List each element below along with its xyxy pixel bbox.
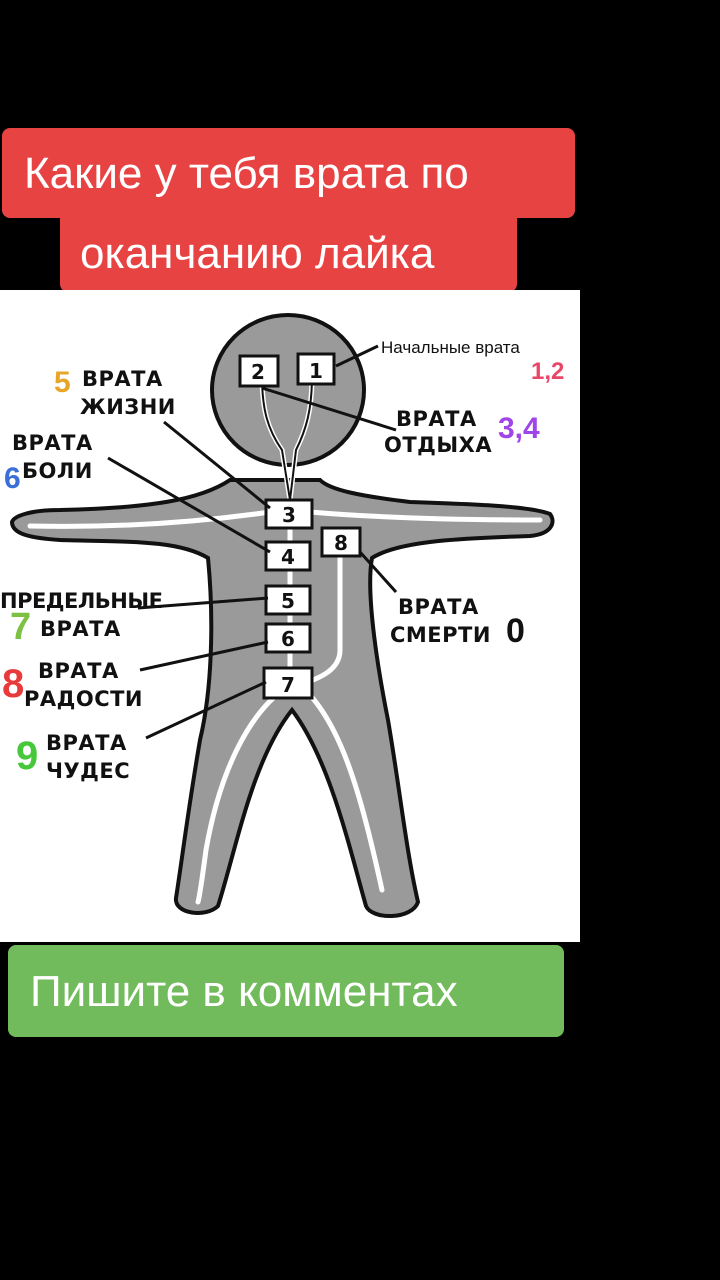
digit-limit: 7	[10, 606, 32, 648]
gates-diagram: 1 2 3 4 5 6 7 8 Начальные врата 1,2 5 ВР…	[0, 290, 580, 942]
label-pain-gates-1: ВРАТА	[12, 431, 93, 455]
gate-box-1: 1	[309, 359, 323, 383]
caption-line-1: Какие у тебя врата по	[2, 128, 575, 218]
digit-initial: 1,2	[531, 358, 565, 385]
digit-joy: 8	[2, 662, 25, 706]
comment-prompt: Пишите в комментах	[8, 945, 564, 1037]
digit-death: 0	[506, 612, 525, 650]
body-silhouette: 1 2 3 4 5 6 7 8	[9, 313, 555, 919]
gate-box-3: 3	[282, 503, 296, 527]
label-initial-gates: Начальные врата	[381, 338, 520, 357]
caption-line-2: оканчанию лайка	[60, 218, 517, 292]
label-life-gates-1: ВРАТА	[82, 367, 163, 391]
digit-life: 5	[54, 366, 71, 399]
gate-box-5: 5	[281, 589, 295, 613]
gate-box-4: 4	[281, 545, 295, 569]
label-rest-gates-2: ОТДЫХА	[384, 433, 493, 457]
label-pain-gates-2: БОЛИ	[22, 459, 93, 483]
gate-box-2: 2	[251, 360, 265, 384]
label-joy-gates-1: ВРАТА	[38, 659, 119, 683]
label-limit-gates-2: ВРАТА	[40, 617, 121, 641]
label-joy-gates-2: РАДОСТИ	[24, 687, 144, 711]
label-death-gates-2: СМЕРТИ	[390, 623, 491, 647]
label-rest-gates-1: ВРАТА	[396, 407, 477, 431]
label-life-gates-2: ЖИЗНИ	[80, 395, 176, 419]
gate-box-6: 6	[281, 627, 295, 651]
gate-box-8: 8	[334, 531, 348, 555]
gate-box-7: 7	[281, 673, 295, 697]
label-miracle-gates-1: ВРАТА	[46, 731, 127, 755]
label-limit-gates-1: ПРЕДЕЛЬНЫЕ	[0, 589, 163, 613]
label-miracle-gates-2: ЧУДЕС	[46, 759, 131, 783]
digit-pain: 6	[4, 462, 21, 495]
digit-miracle: 9	[16, 734, 39, 778]
digit-rest: 3,4	[498, 412, 540, 445]
label-death-gates-1: ВРАТА	[398, 595, 479, 619]
